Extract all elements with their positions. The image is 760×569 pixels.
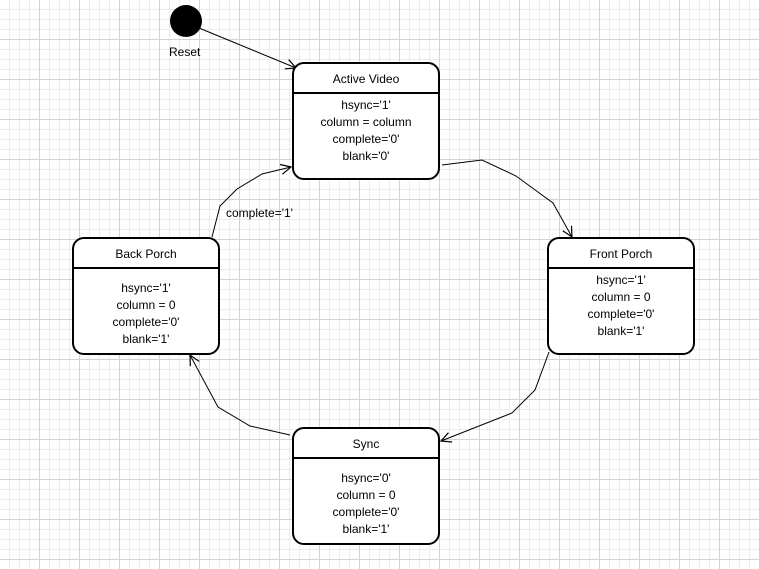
state-back-porch[interactable]: Back Porch hsync='1' column = 0 complete… [72,237,220,355]
state-name: Front Porch [549,239,693,269]
state-action: column = column [320,115,412,129]
state-name: Back Porch [74,239,218,269]
state-action: complete='0' [332,132,400,146]
state-action: column = 0 [336,488,396,502]
state-action: complete='0' [587,307,655,321]
state-action: complete='0' [112,315,180,329]
edge-active-video-to-front-porch[interactable] [441,159,572,237]
state-action: blank='1' [342,522,390,536]
state-action: complete='0' [332,505,400,519]
state-action: blank='1' [122,332,170,346]
state-action: blank='0' [342,149,390,163]
state-actions: hsync='1' column = column complete='0' b… [294,94,438,165]
edge-back-porch-to-active-video[interactable] [211,167,291,238]
state-action: column = 0 [591,290,651,304]
initial-state-dot[interactable] [170,5,202,37]
state-name: Sync [294,429,438,459]
state-actions: hsync='1' column = 0 complete='0' blank=… [74,269,218,348]
state-action: blank='1' [597,324,645,338]
edge-sync-to-back-porch[interactable] [190,355,291,436]
state-front-porch[interactable]: Front Porch hsync='1' column = 0 complet… [547,237,695,355]
state-action: hsync='1' [596,273,646,287]
state-action: hsync='1' [341,98,391,112]
state-action: column = 0 [116,298,176,312]
state-name: Active Video [294,64,438,94]
state-actions: hsync='1' column = 0 complete='0' blank=… [549,269,693,340]
state-action: hsync='0' [341,471,391,485]
reset-label: Reset [169,45,201,59]
state-active-video[interactable]: Active Video hsync='1' column = column c… [292,62,440,180]
state-actions: hsync='0' column = 0 complete='0' blank=… [294,459,438,538]
transition-guard-label: complete='1' [226,206,293,220]
edge-reset-to-active-video[interactable] [198,27,296,68]
edge-front-porch-to-sync[interactable] [441,351,550,441]
state-action: hsync='1' [121,281,171,295]
state-sync[interactable]: Sync hsync='0' column = 0 complete='0' b… [292,427,440,545]
